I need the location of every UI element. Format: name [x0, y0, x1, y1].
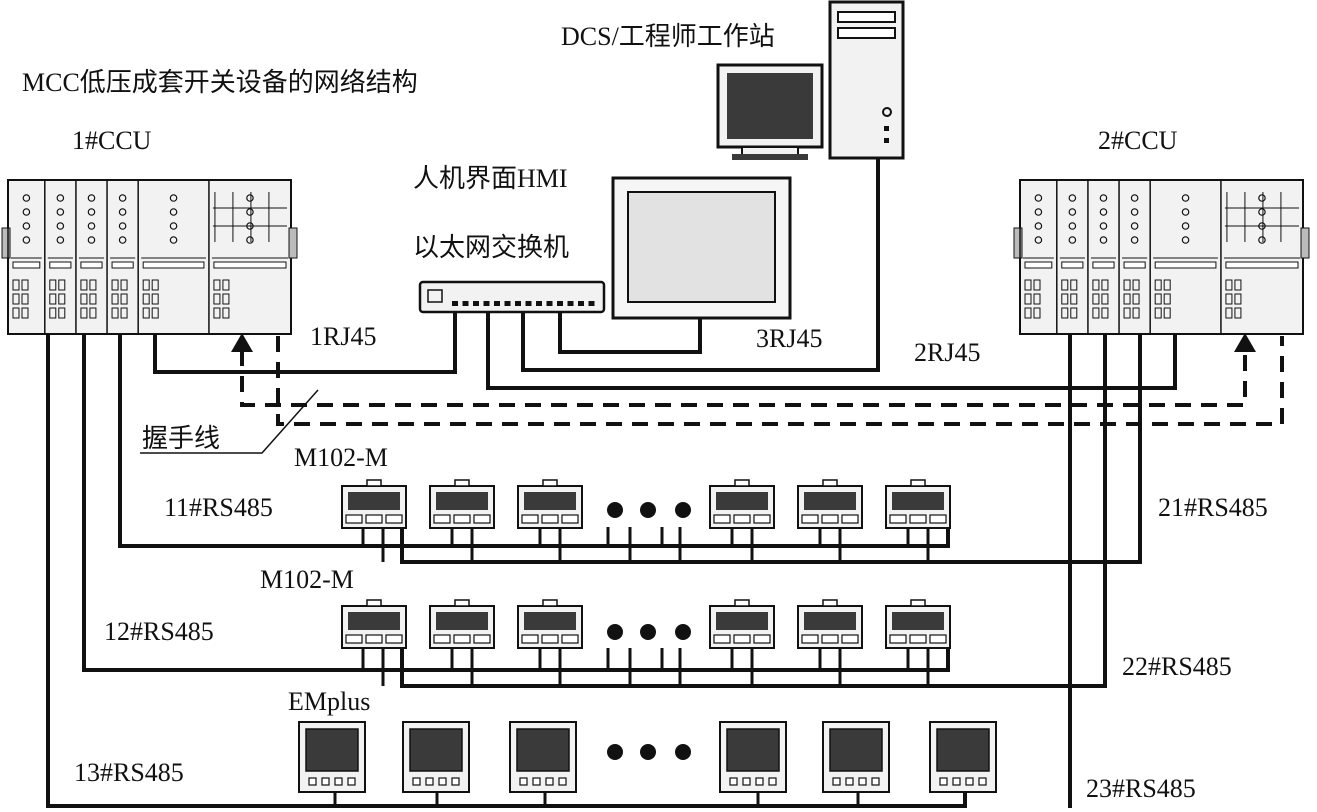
emplus-meter [822, 721, 890, 793]
bus-12-rs485 [82, 334, 950, 672]
ethernet-switch-icon [418, 280, 606, 314]
switch-port [557, 301, 563, 306]
ccu2-controller [1013, 179, 1310, 335]
switch-port [536, 301, 542, 306]
rj45-2-label: 2RJ45 [914, 338, 981, 367]
switch-label: 以太网交换机 [413, 233, 570, 262]
switch-port [452, 301, 458, 306]
m102-m-device [797, 479, 863, 529]
switch-port [515, 301, 521, 306]
rj45-3-label: 3RJ45 [756, 324, 823, 353]
m102-m-device [885, 479, 951, 529]
emplus-meter [298, 721, 366, 793]
switch-port [567, 301, 574, 306]
emplus-meter [402, 721, 470, 793]
m102-m-device [709, 599, 775, 649]
m102-m-device [517, 599, 583, 649]
hmi-icon [611, 176, 792, 320]
handshake-arrow-ccu1 [231, 333, 253, 352]
bus-21-label: 21#RS485 [1158, 493, 1268, 522]
ethernet-cable-ccu1 [153, 303, 457, 374]
m102-m-device [517, 479, 583, 529]
emplus-meter [719, 721, 787, 793]
row2-device-label: M102-M [260, 565, 354, 594]
switch-port [588, 301, 595, 306]
ethernet-cable-hmi [558, 303, 702, 354]
rj45-1-label: 1RJ45 [310, 322, 377, 351]
handshake-line-a [240, 350, 1247, 407]
dcs-workstation-icon [716, 0, 905, 160]
bus-11-rs485 [118, 334, 950, 548]
switch-port [483, 301, 490, 306]
switch-port [504, 301, 511, 306]
m102-m-device [341, 599, 407, 649]
ccu1-label: 1#CCU [72, 126, 152, 155]
bus-13-label: 13#RS485 [74, 758, 184, 787]
hmi-label: 人机界面HMI [413, 164, 568, 193]
diagram-title: MCC低压成套开关设备的网络结构 [22, 68, 418, 97]
bus-12-label: 12#RS485 [104, 617, 214, 646]
bus-22-label: 22#RS485 [1122, 652, 1232, 681]
ethernet-cable-dcs [521, 156, 880, 372]
workstation-label: DCS/工程师工作站 [561, 22, 775, 51]
switch-port [546, 301, 553, 306]
switch-port [494, 301, 500, 306]
emplus-meter [509, 721, 577, 793]
m102-m-device [429, 599, 495, 649]
bus-21-rs485 [400, 334, 1142, 564]
handshake-label: 握手线 [142, 424, 221, 453]
handshake-arrow-ccu2 [1234, 333, 1256, 352]
switch-port [473, 301, 479, 306]
bus-11-label: 11#RS485 [164, 493, 273, 522]
bus-23-label: 23#RS485 [1086, 774, 1196, 803]
switch-port [525, 301, 532, 306]
switch-port [462, 301, 469, 306]
ethernet-cable-ccu2 [486, 303, 1177, 390]
m102-m-device [797, 599, 863, 649]
ccu2-label: 2#CCU [1098, 126, 1178, 155]
m102-m-device [709, 479, 775, 529]
switch-port [578, 301, 584, 306]
m102-m-device [429, 479, 495, 529]
emplus-meter [929, 721, 997, 793]
ccu1-controller [1, 179, 298, 335]
bus-13-rs485 [46, 334, 967, 808]
handshake-leader [140, 389, 319, 454]
row1-device-label: M102-M [294, 443, 388, 472]
m102-m-device [885, 599, 951, 649]
row3-device-label: EMplus [288, 687, 371, 716]
m102-m-device [341, 479, 407, 529]
